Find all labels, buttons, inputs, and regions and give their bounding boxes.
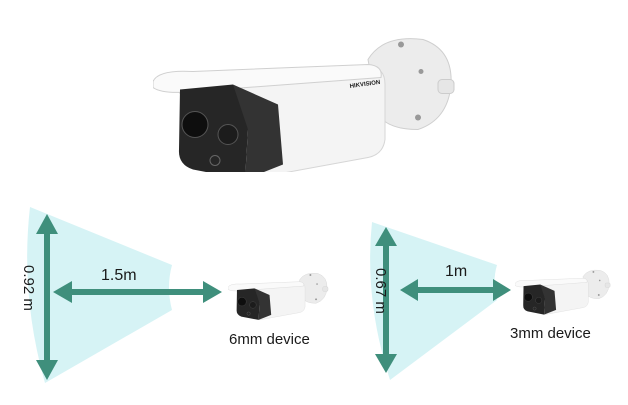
distance-arrow: [400, 279, 511, 301]
scenario-3mm: 1m 0.67 m 3mm device: [370, 222, 611, 380]
height-arrow: [375, 227, 397, 373]
device-label: 6mm device: [229, 331, 310, 348]
camera-6mm-image: [228, 272, 329, 320]
distance-arrow: [53, 281, 222, 303]
height-arrow: [36, 214, 58, 380]
thermal-bullet-camera-image: HIKVISION: [153, 38, 455, 172]
brand-logo: HIKVISION: [349, 80, 380, 90]
device-label: 3mm device: [510, 325, 591, 342]
distance-label: 1.5m: [101, 267, 137, 284]
field-of-view-cone: [370, 222, 497, 380]
height-label: 0.92 m: [20, 265, 37, 311]
distance-label: 1m: [445, 263, 467, 280]
scenario-6mm: 1.5m 0.92 m 6mm device: [20, 207, 329, 383]
height-label: 0.67 m: [372, 268, 389, 314]
camera-3mm-image: [515, 269, 611, 315]
